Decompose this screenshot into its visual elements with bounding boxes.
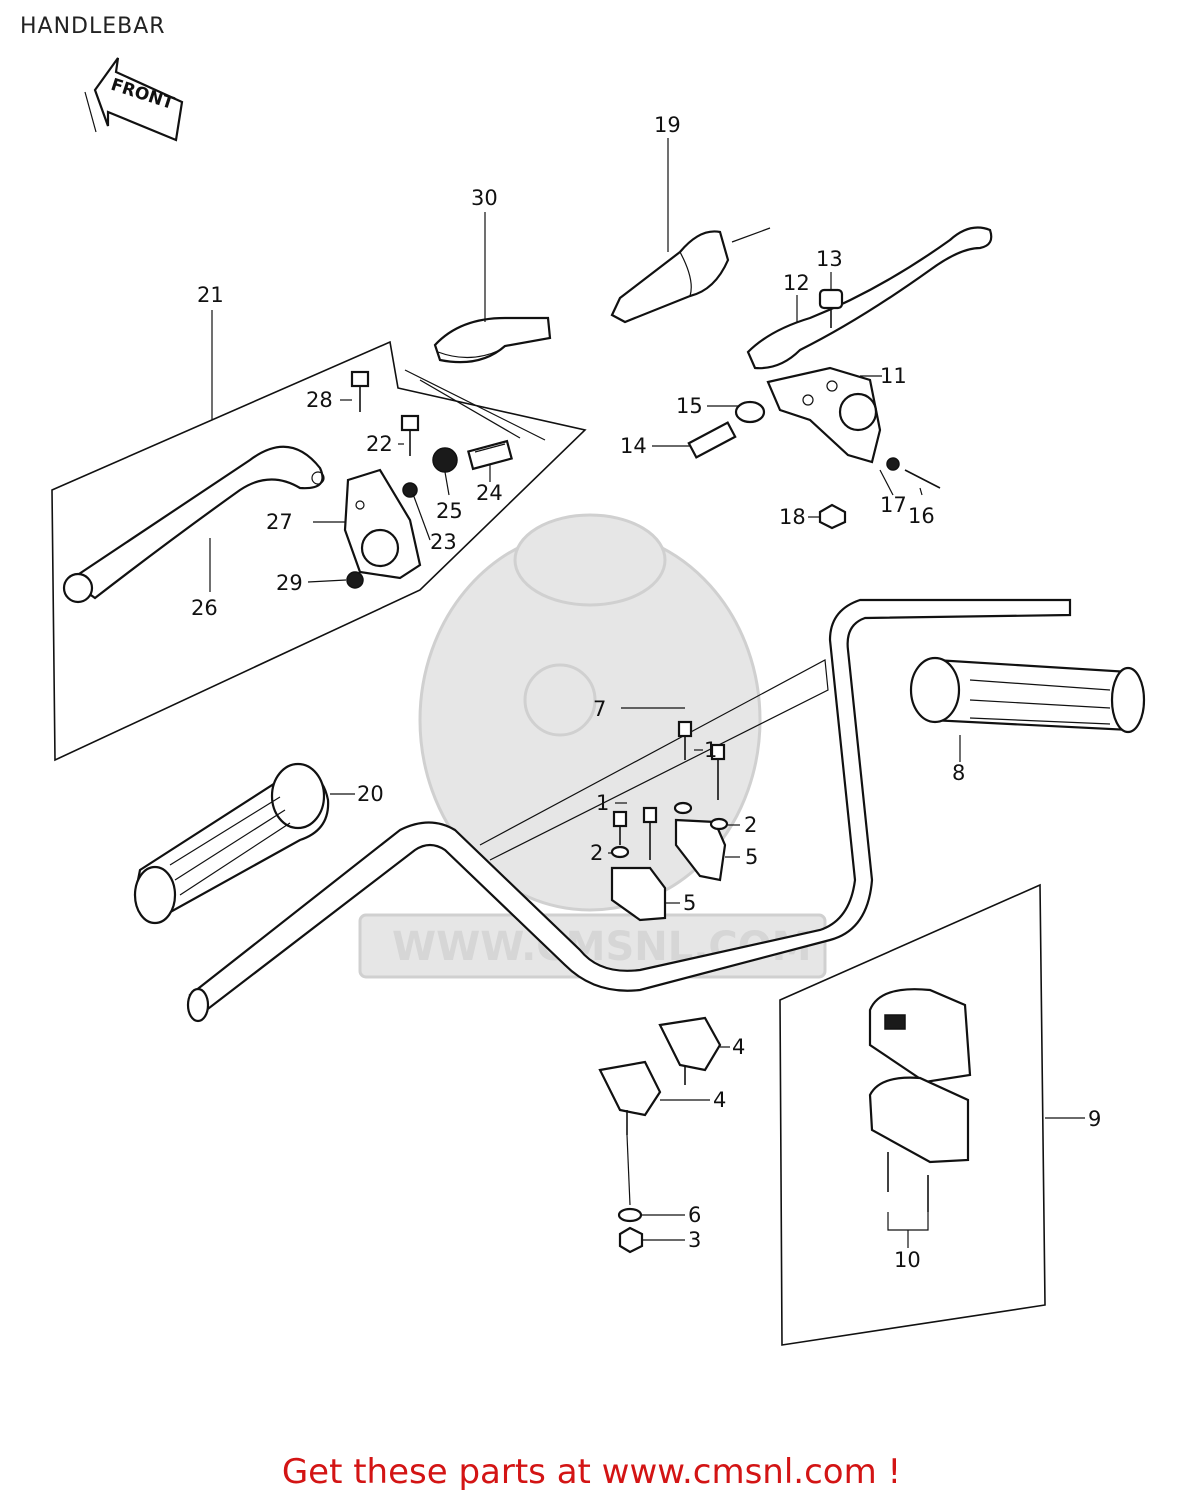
callout-30: 30 <box>471 186 498 210</box>
washer-2a <box>610 845 630 859</box>
callout-11: 11 <box>880 364 907 388</box>
lever-holder-27 <box>343 468 422 580</box>
callout-20: 20 <box>357 782 384 806</box>
callout-1a: 1 <box>704 738 717 762</box>
callout-16: 16 <box>908 504 935 528</box>
dust-cover-19 <box>610 227 771 324</box>
nut-3 <box>618 1226 644 1254</box>
right-grip-8 <box>909 656 1146 734</box>
callout-2a: 2 <box>744 813 757 837</box>
front-arrow-icon: FRONT <box>84 57 184 142</box>
callout-17: 17 <box>880 493 907 517</box>
callout-9: 9 <box>1088 1107 1101 1131</box>
locknut-15 <box>734 400 766 424</box>
bolt-1d-head <box>642 806 658 824</box>
callout-24: 24 <box>476 481 503 505</box>
bolt-16 <box>904 469 941 489</box>
nut-29 <box>346 571 364 589</box>
locknut-25 <box>432 447 458 473</box>
handlebar-7 <box>186 598 1072 1023</box>
adjuster-24 <box>467 439 513 471</box>
callout-1b: 1 <box>596 791 609 815</box>
switch-housing-9 <box>868 988 972 1164</box>
callout-4a: 4 <box>732 1035 745 1059</box>
bolt-22 <box>400 414 420 456</box>
dust-cover-30 <box>433 316 552 364</box>
callout-labels: 21 30 19 13 12 11 15 14 28 22 24 25 27 2… <box>191 113 1101 1272</box>
switch-group-outline <box>779 883 1046 1346</box>
callout-12: 12 <box>783 271 810 295</box>
callout-8: 8 <box>952 761 965 785</box>
lever-bracket-11 <box>766 366 882 464</box>
washer-2c <box>673 801 693 815</box>
bolt-28 <box>350 370 370 412</box>
callout-7: 7 <box>593 697 606 721</box>
callout-18: 18 <box>779 505 806 529</box>
holder-4b <box>598 1060 662 1117</box>
callout-22: 22 <box>366 432 393 456</box>
callout-27: 27 <box>266 510 293 534</box>
watermark-logo: WWW.CMSNL.COM <box>358 513 827 979</box>
callout-6: 6 <box>688 1203 701 1227</box>
callout-10: 10 <box>894 1248 921 1272</box>
leader-lines <box>209 138 1085 1248</box>
brake-lever-12 <box>746 226 993 370</box>
callout-23: 23 <box>430 530 457 554</box>
callout-28: 28 <box>306 388 333 412</box>
callout-5a: 5 <box>745 845 758 869</box>
callout-21: 21 <box>197 283 224 307</box>
callout-4b: 4 <box>713 1088 726 1112</box>
holder-4a <box>658 1016 722 1072</box>
left-lever-group-outline <box>51 340 587 762</box>
callout-14: 14 <box>620 434 647 458</box>
footer-link[interactable]: Get these parts at www.cmsnl.com ! <box>281 1452 902 1492</box>
callout-19: 19 <box>654 113 681 137</box>
nut-18 <box>818 503 847 530</box>
bolt-1c-head <box>710 743 726 761</box>
washer-6 <box>617 1207 643 1223</box>
clamp-5a <box>610 866 667 922</box>
adjuster-14 <box>687 421 737 459</box>
callout-13: 13 <box>816 247 843 271</box>
bolt-1a-head <box>612 810 628 828</box>
callout-5b: 5 <box>683 891 696 915</box>
clutch-lever-26 <box>62 445 325 604</box>
callout-3: 3 <box>688 1228 701 1252</box>
page-title: HANDLEBAR <box>20 14 166 39</box>
washer-17 <box>886 457 900 471</box>
callout-29: 29 <box>276 571 303 595</box>
left-grip-20 <box>133 762 330 925</box>
callout-26: 26 <box>191 596 218 620</box>
callout-2b: 2 <box>590 841 603 865</box>
callout-15: 15 <box>676 394 703 418</box>
bolt-1b-head <box>677 720 693 738</box>
washer-2b <box>709 817 729 831</box>
washer-23 <box>402 482 418 498</box>
callout-25: 25 <box>436 499 463 523</box>
